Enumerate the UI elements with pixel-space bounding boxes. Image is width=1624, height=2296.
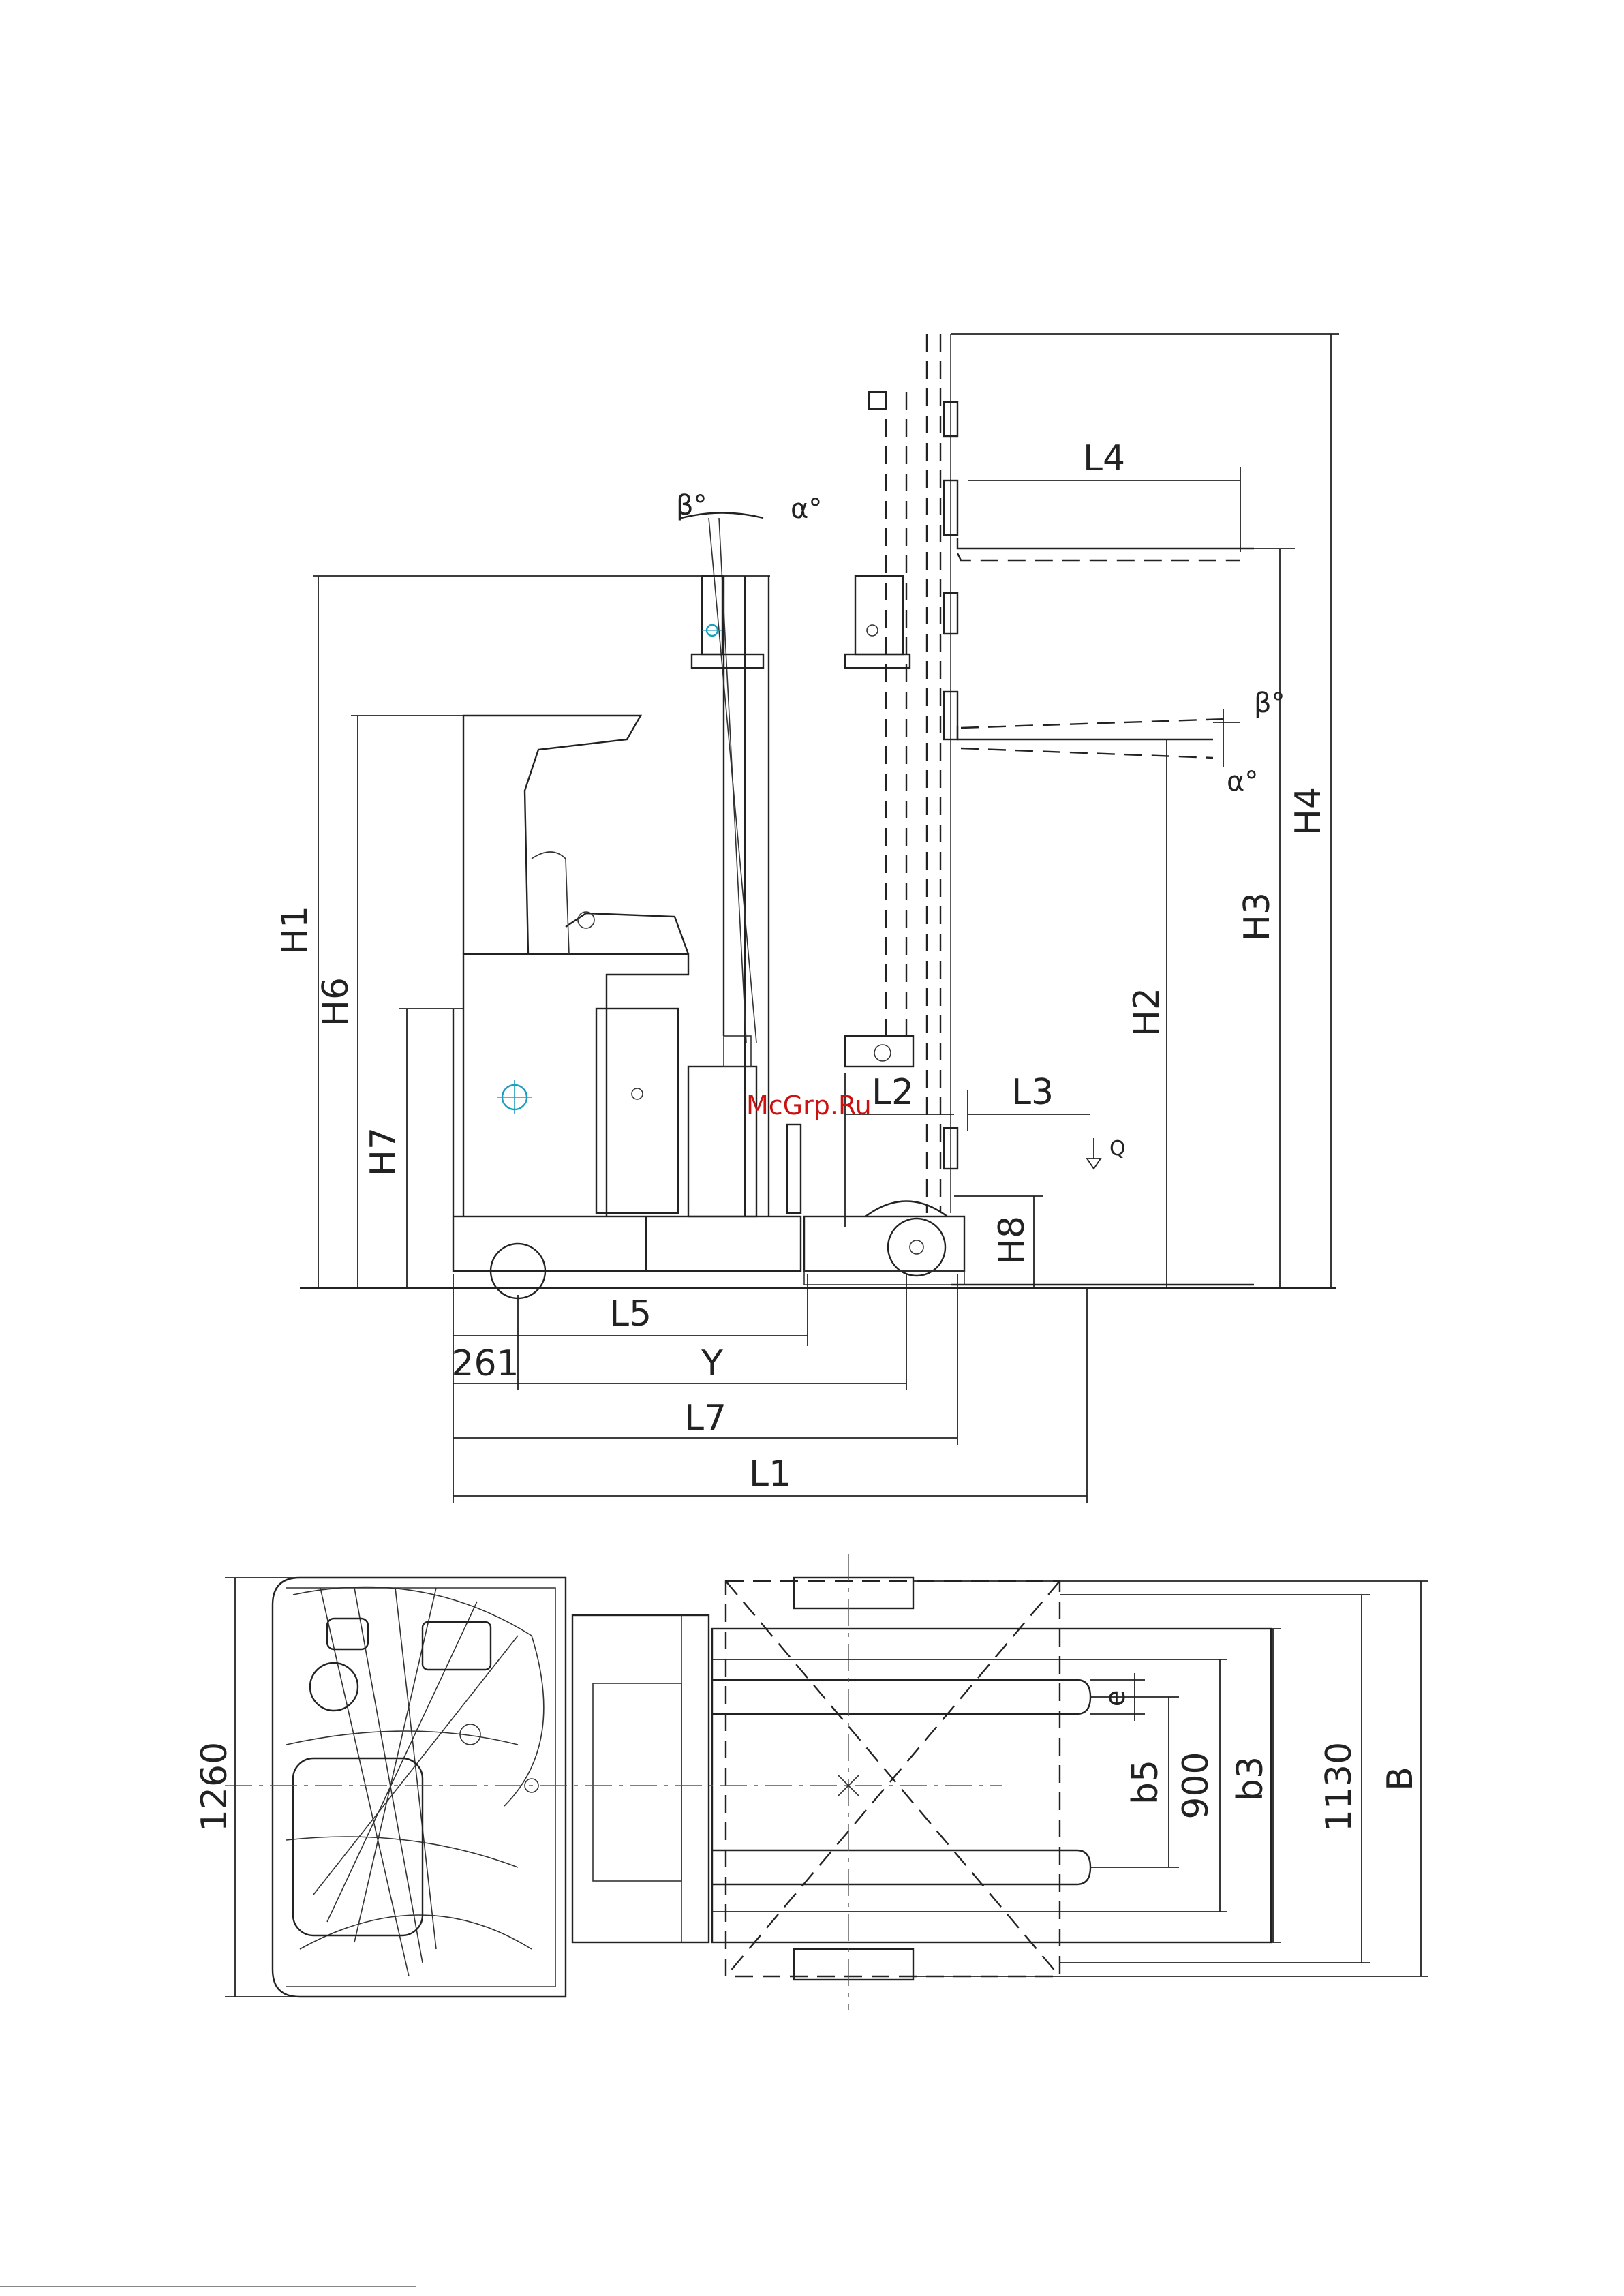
dim-H1: H1: [275, 906, 316, 955]
side-view: β° α° β° α°: [275, 334, 1339, 1503]
dim-H8: H8: [992, 1216, 1032, 1265]
dim-L3: L3: [1011, 1072, 1054, 1113]
dim-b5: b5: [1125, 1760, 1166, 1805]
load-symbol: Q: [1109, 1137, 1126, 1161]
dim-1130: 1130: [1319, 1742, 1360, 1832]
dim-L1: L1: [749, 1454, 791, 1495]
dim-1260: 1260: [194, 1742, 235, 1832]
dim-b3: b3: [1230, 1756, 1271, 1801]
dim-H2: H2: [1127, 988, 1167, 1037]
dim-H6: H6: [316, 977, 356, 1026]
top-view: 1260 1130 B b3 900 b5 e: [194, 1554, 1428, 2010]
dim-B: B: [1380, 1766, 1421, 1791]
mast-extended: [804, 334, 1254, 1285]
dim-H7: H7: [363, 1127, 404, 1176]
dim-H4: H4: [1288, 786, 1329, 836]
dim-e: e: [1100, 1690, 1131, 1707]
fork-upper: [712, 1680, 1090, 1714]
dim-L2: L2: [872, 1072, 914, 1113]
dim-L4: L4: [1083, 438, 1125, 479]
dim-H3: H3: [1237, 892, 1278, 941]
angle-alpha-fork-label: α°: [1227, 766, 1258, 797]
dim-Y: Y: [701, 1343, 723, 1384]
chassis-outline: [273, 1578, 566, 1997]
overhead-guard-cage: [286, 1587, 544, 1976]
dim-900: 900: [1176, 1751, 1216, 1819]
vertical-dimensions: [313, 334, 1339, 1288]
dim-L5: L5: [609, 1294, 652, 1334]
truck-body: [453, 716, 801, 1298]
fork-lower: [712, 1850, 1090, 1884]
angle-alpha-label: α°: [791, 493, 822, 525]
angle-beta-label: β°: [676, 490, 707, 521]
watermark: McGrp.Ru: [746, 1090, 872, 1120]
dim-261: 261: [451, 1343, 519, 1384]
dim-L7: L7: [684, 1398, 726, 1439]
